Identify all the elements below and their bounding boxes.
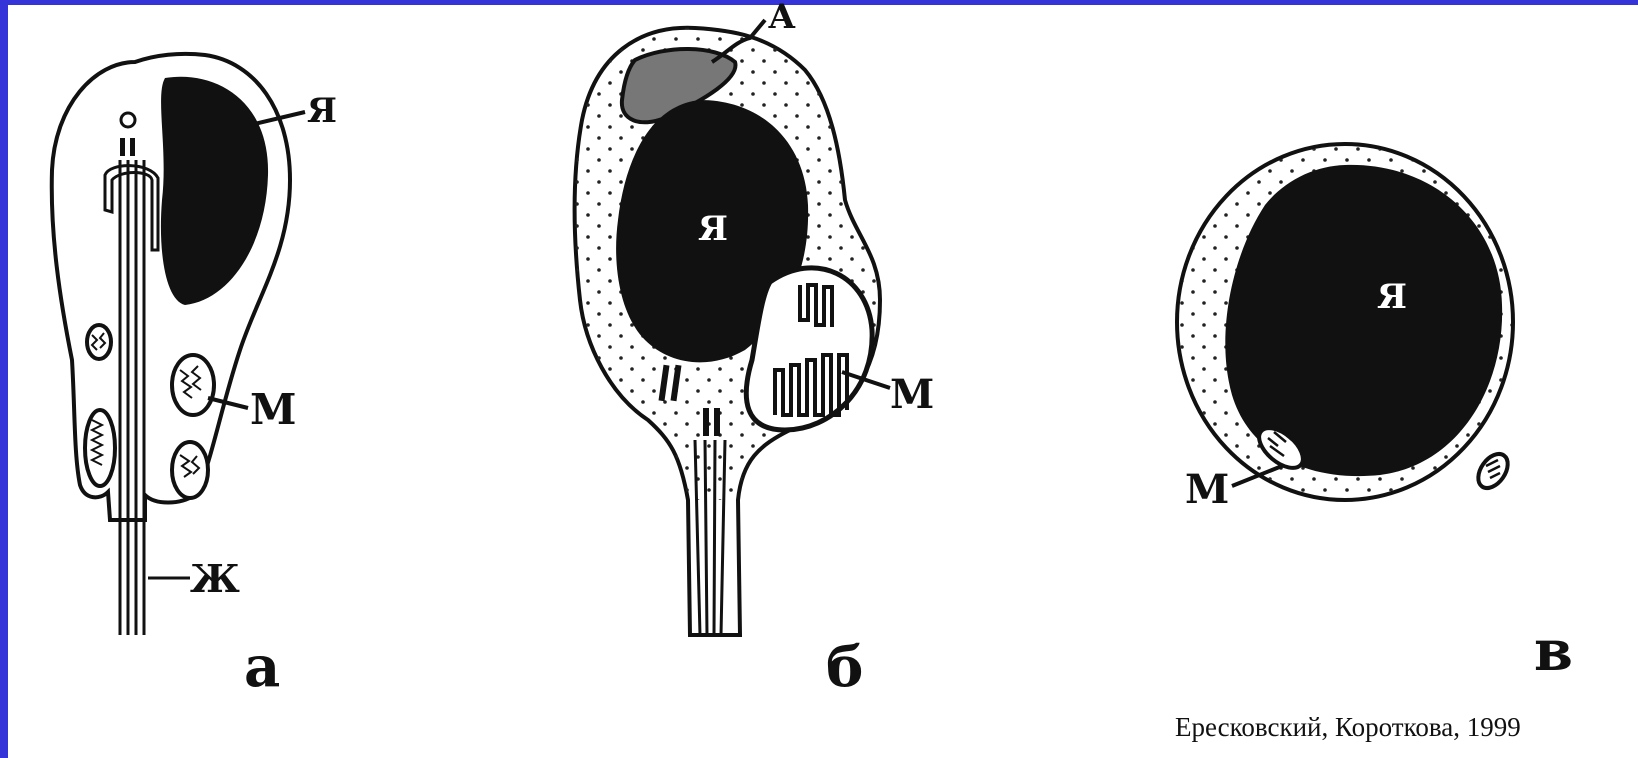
centriole-dot-a <box>121 113 135 127</box>
label-nucleus-v: Я <box>1377 277 1407 317</box>
label-mitochondrion-v: М <box>1185 466 1229 513</box>
label-nucleus-b: Я <box>698 209 728 249</box>
label-mitochondrion-b: М <box>890 371 934 418</box>
panel-b: А Я М б <box>575 0 935 700</box>
source-credit: Ересковский, Короткова, 1999 <box>1175 712 1521 743</box>
panel-letter-b: б <box>826 634 863 700</box>
label-nucleus-a: Я <box>307 91 337 131</box>
label-flagellum-a: Ж <box>190 556 240 601</box>
centriole-a <box>120 138 125 156</box>
panel-a: Я М Ж а <box>52 54 337 700</box>
centriole-a-2 <box>130 138 135 156</box>
label-mitochondrion-a: М <box>250 385 297 434</box>
label-acrosome-b: А <box>768 0 796 37</box>
centriole-b-4 <box>714 408 720 436</box>
panel-v: Я М в <box>1177 144 1573 684</box>
panel-letter-a: а <box>244 634 280 700</box>
panel-letter-v: в <box>1534 618 1573 684</box>
mitochondrion-v-2 <box>1472 449 1513 494</box>
centriole-b-3 <box>703 408 709 436</box>
